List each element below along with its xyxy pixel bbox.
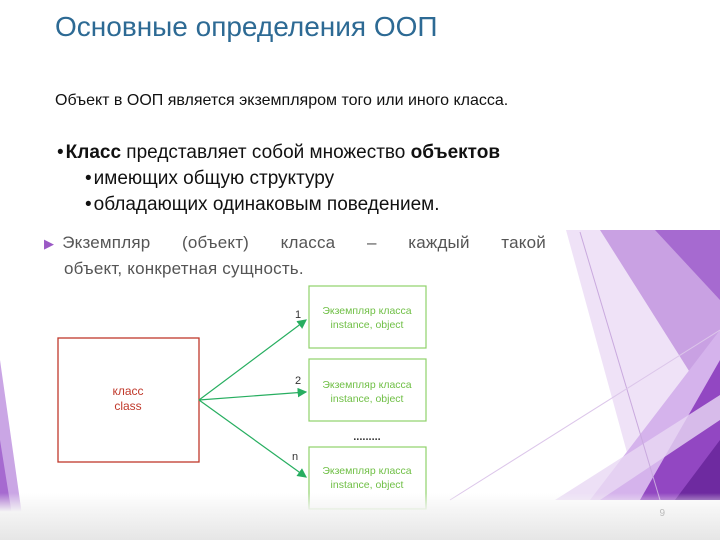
bullet-dot: • xyxy=(85,168,92,189)
term-class: Класс xyxy=(65,142,122,163)
instance-box-n-line1: Экземпляр класса xyxy=(322,465,411,477)
bullet-dot: • xyxy=(57,142,64,163)
instance-box-2-line1: Экземпляр класса xyxy=(322,379,411,391)
instance-box-n-line2: instance, object xyxy=(331,479,404,491)
intro-text: Объект в ООП является экземпляром того и… xyxy=(55,92,509,109)
sub-bullet-text: обладающих одинаковым поведением. xyxy=(93,194,440,215)
instance-box-1 xyxy=(308,285,427,349)
page-number: 9 xyxy=(659,508,665,519)
instance-number-1: 1 xyxy=(295,309,301,321)
bullet-class-definition: •Класс представляет собой множество объе… xyxy=(57,140,500,166)
instance-box-1-line2: instance, object xyxy=(331,319,404,331)
definition-text: представляет собой множество xyxy=(121,142,411,163)
note-word: класса xyxy=(280,233,336,252)
instance-definition-line2: объект, конкретная сущность. xyxy=(64,259,304,278)
term-objects: объектов xyxy=(410,142,501,163)
arrow-to-instance-1 xyxy=(198,319,307,401)
sub-bullet-structure: •имеющих общую структуру xyxy=(57,166,500,192)
note-word: каждый xyxy=(408,233,470,252)
bottom-shadow xyxy=(0,493,720,540)
arrow-to-instance-2 xyxy=(198,387,308,401)
instance-definition-line1: ▶Экземпляр (объект) класса – каждый тако… xyxy=(44,230,546,256)
arrow-bullet-icon: ▶Экземпляр xyxy=(44,233,151,252)
instance-number-n: n xyxy=(292,451,298,463)
ellipsis: ......... xyxy=(353,431,381,443)
class-label-en: class xyxy=(114,399,141,413)
note-word: (объект) xyxy=(182,233,250,252)
class-label-ru: класс xyxy=(112,384,143,398)
sub-bullet-behavior: •обладающих одинаковым поведением. xyxy=(57,192,500,218)
instance-number-2: 2 xyxy=(295,375,301,387)
instance-definition: ▶Экземпляр (объект) класса – каждый тако… xyxy=(44,230,546,281)
note-word: – xyxy=(366,233,377,252)
bullet-dot: • xyxy=(85,194,92,215)
instance-box-1-line1: Экземпляр класса xyxy=(322,305,411,317)
note-word: такой xyxy=(501,233,546,252)
arrow-to-instance-n xyxy=(198,399,307,478)
slide-title: Основные определения ООП xyxy=(55,11,438,42)
note-word: Экземпляр xyxy=(62,233,151,252)
sub-bullet-text: имеющих общую структуру xyxy=(93,168,335,189)
instance-box-2-line2: instance, object xyxy=(331,393,404,405)
instance-box-2 xyxy=(308,358,427,422)
bullet-list: •Класс представляет собой множество объе… xyxy=(57,140,500,218)
